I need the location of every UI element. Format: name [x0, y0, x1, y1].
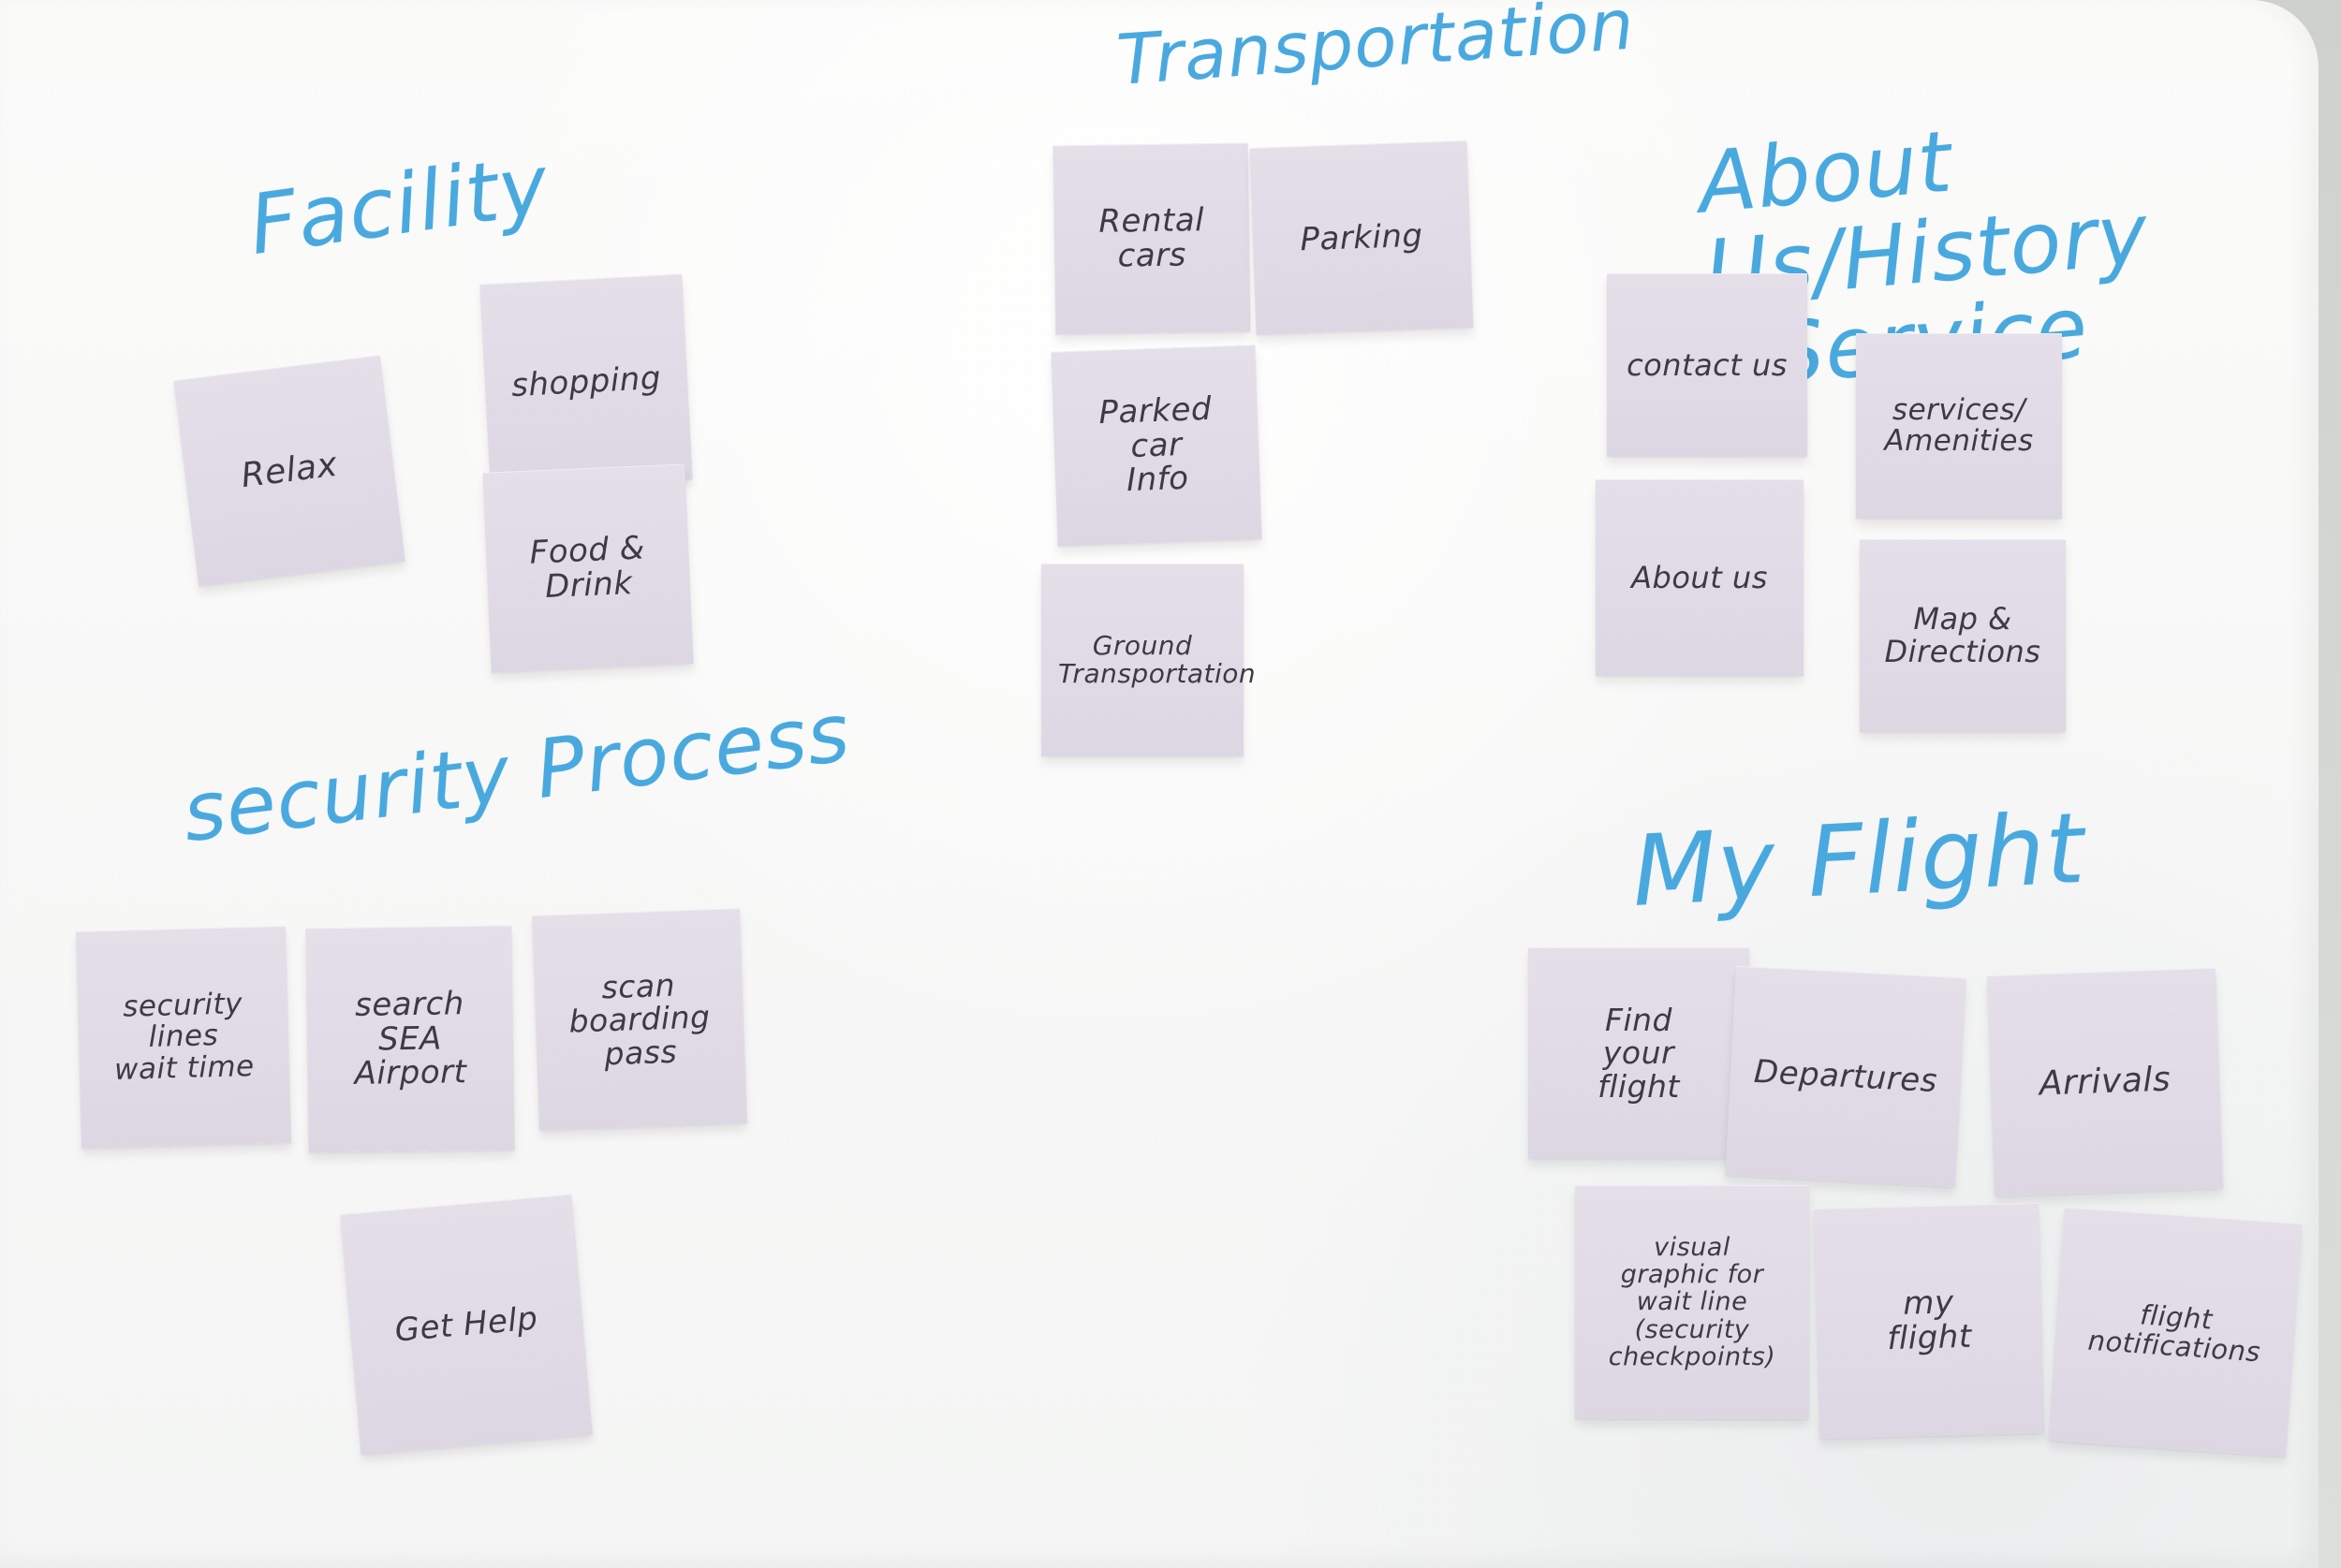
- note-about-us: About us: [1596, 479, 1804, 676]
- note-scan-boarding-pass: scan boarding pass: [532, 908, 747, 1131]
- note-departures: Departures: [1725, 965, 1966, 1188]
- heading-security-process: security Process: [178, 685, 856, 861]
- note-find-your-flight-text: Find your flight: [1597, 1001, 1680, 1105]
- note-parked-car-info: Parked car Info: [1051, 344, 1262, 547]
- heading-my-flight: My Flight: [1629, 790, 2088, 929]
- note-contact-us-text: contact us: [1627, 346, 1788, 383]
- note-search-sea-airport: search SEA Airport: [305, 925, 515, 1153]
- note-flight-notifications-text: flight notifications: [2086, 1298, 2262, 1369]
- note-parking: Parking: [1249, 140, 1474, 335]
- note-departures-text: Departures: [1753, 1052, 1938, 1100]
- note-ground-transportation-text: Ground Transportation: [1058, 629, 1257, 689]
- note-food-drink-text: Food & Drink: [528, 529, 646, 606]
- note-find-your-flight: Find your flight: [1528, 947, 1749, 1159]
- note-about-us-text: About us: [1631, 559, 1768, 595]
- note-search-sea-airport-text: search SEA Airport: [354, 985, 467, 1093]
- note-relax: Relax: [173, 355, 405, 587]
- note-services-amenities: services/ Amenities: [1856, 333, 2062, 519]
- note-ground-transportation: Ground Transportation: [1041, 564, 1257, 756]
- note-get-help: Get Help: [340, 1194, 593, 1456]
- note-arrivals-text: Arrivals: [2039, 1060, 2172, 1104]
- note-shopping: shopping: [479, 273, 693, 491]
- note-visual-graphic-for-wait-line: visual graphic for wait line (security c…: [1575, 1185, 1809, 1419]
- note-my-flight-text: my flight: [1886, 1283, 1973, 1358]
- note-rental-cars: Rental cars: [1053, 142, 1251, 335]
- note-get-help-text: Get Help: [393, 1299, 539, 1350]
- note-my-flight: my flight: [1813, 1202, 2045, 1440]
- note-parking-text: Parking: [1299, 216, 1424, 258]
- note-visual-graphic-for-wait-line-text: visual graphic for wait line (security c…: [1608, 1233, 1776, 1371]
- note-relax-text: Relax: [239, 445, 340, 495]
- note-map-directions-text: Map & Directions: [1884, 601, 2041, 669]
- heading-transportation: Transportation: [1114, 0, 1638, 101]
- note-map-directions: Map & Directions: [1860, 539, 2066, 732]
- note-security-lines-wait-time-text: security lines wait time: [113, 987, 256, 1087]
- note-arrivals: Arrivals: [1986, 967, 2224, 1197]
- note-security-lines-wait-time: security lines wait time: [76, 926, 291, 1149]
- note-food-drink: Food & Drink: [482, 463, 694, 673]
- note-flight-notifications: flight notifications: [2048, 1207, 2303, 1458]
- note-shopping-text: shopping: [510, 359, 662, 404]
- note-rental-cars-text: Rental cars: [1098, 201, 1205, 275]
- note-parked-car-info-text: Parked car Info: [1097, 389, 1213, 500]
- note-contact-us: contact us: [1607, 273, 1807, 457]
- note-services-amenities-text: services/ Amenities: [1884, 392, 2034, 458]
- heading-facility: Facility: [243, 136, 555, 273]
- note-scan-boarding-pass-text: scan boarding pass: [567, 966, 712, 1073]
